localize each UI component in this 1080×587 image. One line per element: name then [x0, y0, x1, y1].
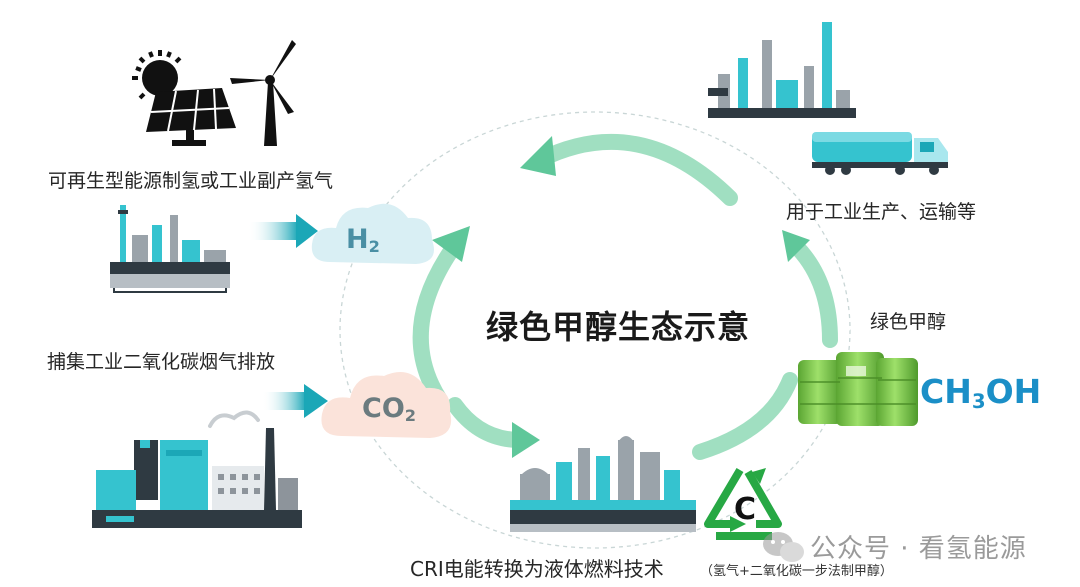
factory-icon [510, 436, 696, 532]
h2-cloud [311, 203, 434, 264]
chemical-drum-icon [798, 352, 918, 426]
co2-text: CO [362, 393, 405, 424]
h2-subscript: 2 [368, 237, 380, 257]
co2-formula: CO2 [362, 393, 416, 425]
cycle-arrow-top [520, 134, 738, 206]
renewable-hydrogen-label: 可再生型能源制氢或工业副产氢气 [48, 170, 334, 192]
ch3oh-subscript: 3 [971, 389, 986, 413]
recycle-icon [704, 467, 782, 540]
technology-note: （氢气+二氧化碳一步法制甲醇） [700, 564, 893, 579]
co2-cloud [321, 372, 452, 438]
green-methanol-label: 绿色甲醇 [870, 311, 947, 333]
factory-icon [110, 205, 230, 293]
h2-text: H [346, 224, 369, 255]
wechat-icon [763, 532, 804, 562]
factory-icon [708, 22, 856, 118]
center-title: 绿色甲醇生态示意 [486, 308, 751, 346]
technology-label: CRI电能转换为液体燃料技术 [410, 557, 664, 581]
cycle-arrow-bottom-right [692, 372, 798, 460]
h2-formula: H2 [346, 224, 380, 256]
wind-turbine-icon [230, 40, 296, 146]
ch3oh-formula: CH3OH [920, 372, 1041, 413]
ch3oh-pre: CH [920, 372, 972, 411]
dashed-cycle-ring [339, 111, 851, 549]
recycle-letter: C [734, 492, 757, 527]
arrow-to-co2 [262, 384, 328, 418]
cycle-arrow-right [782, 230, 838, 348]
ch3oh-post: OH [985, 372, 1042, 411]
solar-panel-icon [146, 88, 236, 146]
arrow-to-h2 [248, 214, 318, 248]
usage-label: 用于工业生产、运输等 [786, 201, 977, 223]
cycle-arrow-left [412, 226, 470, 408]
cycle-arrow-bottom [447, 397, 540, 458]
carbon-capture-label: 捕集工业二氧化碳烟气排放 [47, 351, 276, 373]
factory-icon [92, 410, 302, 528]
sun-icon [132, 50, 182, 100]
tanker-truck-icon [812, 132, 948, 175]
watermark-text: 公众号 · 看氢能源 [810, 534, 1027, 564]
co2-subscript: 2 [404, 406, 417, 426]
